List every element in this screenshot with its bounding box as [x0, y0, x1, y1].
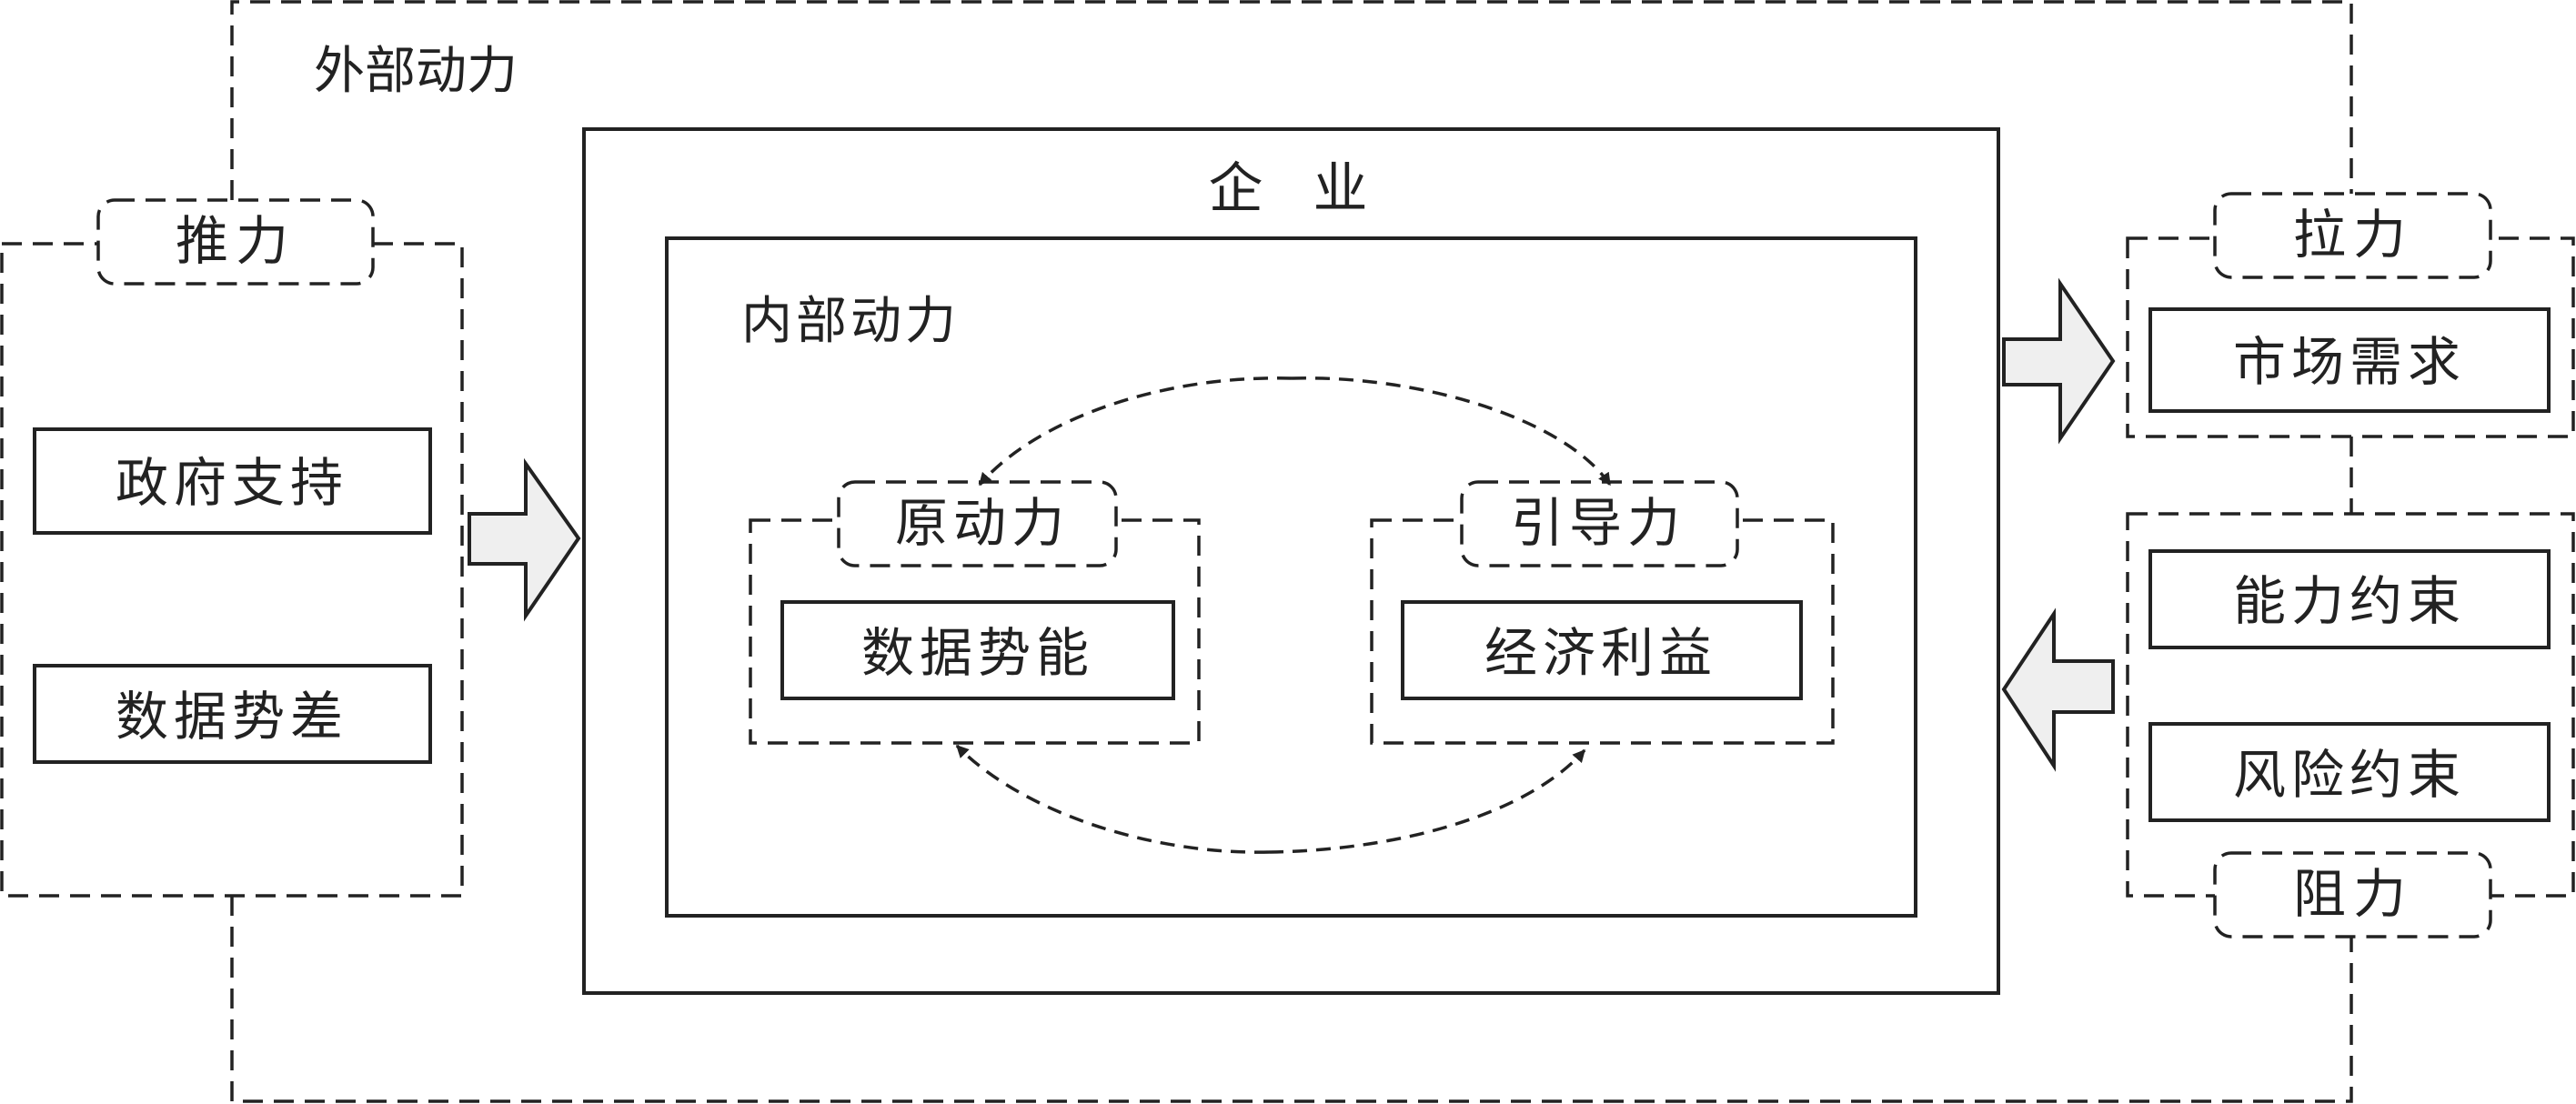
enterprise-box: [582, 127, 2000, 995]
internal-force-box: [665, 236, 1917, 918]
market-demand-label: 市场需求: [2233, 331, 2466, 393]
economic-benefit-box: [1401, 600, 1803, 700]
resistance-title: 阻力: [2293, 863, 2413, 925]
guiding-force-tag: [1460, 480, 1739, 567]
data-gap-box: [33, 664, 432, 764]
pull-title: 拉力: [2293, 204, 2413, 266]
push-group-box: [0, 242, 464, 898]
enterprise-label: 企 业: [1208, 157, 1384, 221]
external-force-label: 外部动力: [314, 42, 518, 101]
data-potential-box: [780, 600, 1175, 700]
push-arrow: [468, 457, 581, 622]
gov-support-box: [33, 427, 432, 535]
economic-benefit-label: 经济利益: [1484, 622, 1717, 684]
top-cycle-arrow-right: [1291, 376, 1612, 487]
bottom-cycle-arrow-left: [955, 744, 1270, 854]
original-force-tag: [837, 480, 1118, 567]
capability-constraint-label: 能力约束: [2233, 570, 2466, 632]
resistance-arrow: [2001, 607, 2115, 772]
top-cycle-arrow: [978, 376, 1293, 487]
push-title-tag: [96, 198, 375, 286]
data-gap-label: 数据势差: [116, 686, 348, 748]
pull-arrow: [2002, 277, 2116, 445]
bottom-cycle-arrow-right: [1268, 748, 1586, 854]
resistance-group-box: [2126, 512, 2575, 898]
external-force-frame: [230, 0, 2353, 1103]
market-demand-box: [2148, 307, 2551, 413]
resistance-title-tag: [2213, 851, 2492, 938]
risk-constraint-label: 风险约束: [2233, 744, 2466, 806]
risk-constraint-box: [2148, 722, 2551, 822]
gov-support-label: 政府支持: [116, 452, 348, 514]
pull-title-tag: [2213, 192, 2492, 279]
data-potential-label: 数据势能: [861, 622, 1094, 684]
guiding-force-title: 引导力: [1511, 492, 1685, 554]
original-force-title: 原动力: [895, 492, 1070, 554]
internal-force-label: 内部动力: [741, 292, 960, 351]
capability-constraint-box: [2148, 549, 2551, 649]
push-title: 推力: [176, 210, 296, 272]
